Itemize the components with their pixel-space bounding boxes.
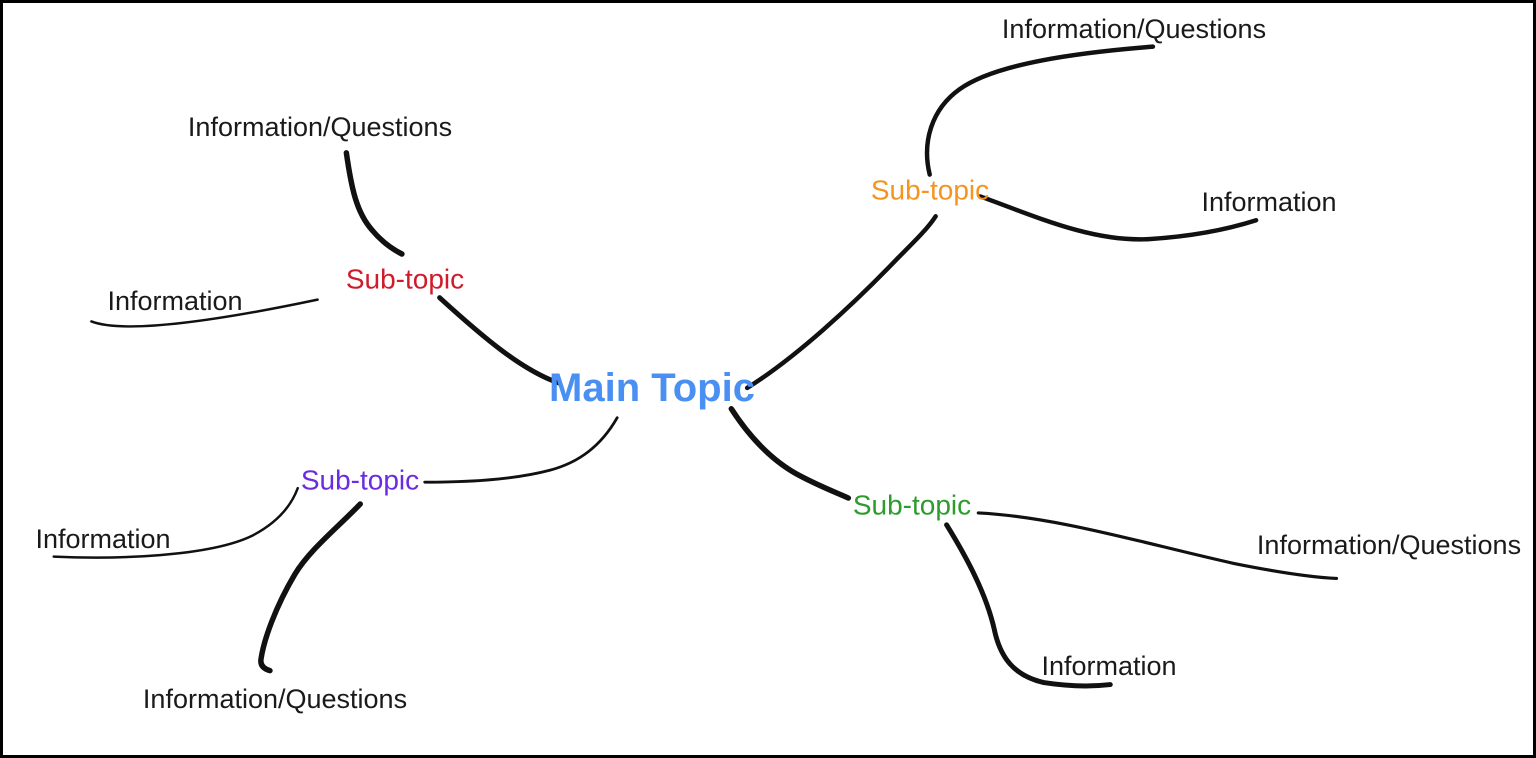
subtopic-bottom-right-node[interactable]: Sub-topic bbox=[852, 489, 972, 521]
connector-main-to-subtopic-bottom-right bbox=[728, 406, 852, 501]
leaf-top-left-information[interactable]: Information bbox=[107, 286, 243, 317]
connector-main-to-subtopic-top-right bbox=[744, 214, 938, 391]
connector-subtopic-bottom-left-to-information bbox=[52, 486, 299, 559]
leaf-top-right-information-questions[interactable]: Information/Questions bbox=[1001, 14, 1267, 45]
connector-layer bbox=[52, 44, 1339, 689]
connector-subtopic-top-right-to-information bbox=[978, 194, 1259, 242]
leaf-top-left-information-questions[interactable]: Information/Questions bbox=[187, 112, 453, 143]
leaf-bottom-left-information[interactable]: Information bbox=[35, 524, 171, 555]
leaf-bottom-right-information[interactable]: Information bbox=[1041, 651, 1177, 682]
leaf-top-right-information[interactable]: Information bbox=[1201, 187, 1337, 218]
connector-subtopic-top-left-to-information bbox=[90, 298, 319, 328]
connector-subtopic-top-left-to-information-questions bbox=[343, 150, 405, 257]
main-topic-node[interactable]: Main Topic bbox=[549, 366, 755, 410]
connector-subtopic-top-right-to-information-questions bbox=[924, 44, 1156, 177]
subtopic-top-right-node[interactable]: Sub-topic bbox=[870, 174, 990, 206]
subtopic-bottom-left-node[interactable]: Sub-topic bbox=[300, 464, 420, 496]
connector-subtopic-bottom-right-to-information bbox=[944, 522, 1113, 689]
subtopic-top-left-node[interactable]: Sub-topic bbox=[345, 263, 465, 295]
connector-main-to-subtopic-top-left bbox=[437, 295, 562, 386]
connector-subtopic-bottom-right-to-information-questions bbox=[976, 511, 1339, 580]
leaf-bottom-right-information-questions[interactable]: Information/Questions bbox=[1256, 530, 1522, 561]
connector-subtopic-bottom-left-to-information-questions bbox=[258, 501, 363, 674]
leaf-bottom-left-information-questions[interactable]: Information/Questions bbox=[142, 684, 408, 715]
connector-main-to-subtopic-bottom-left bbox=[423, 416, 619, 484]
